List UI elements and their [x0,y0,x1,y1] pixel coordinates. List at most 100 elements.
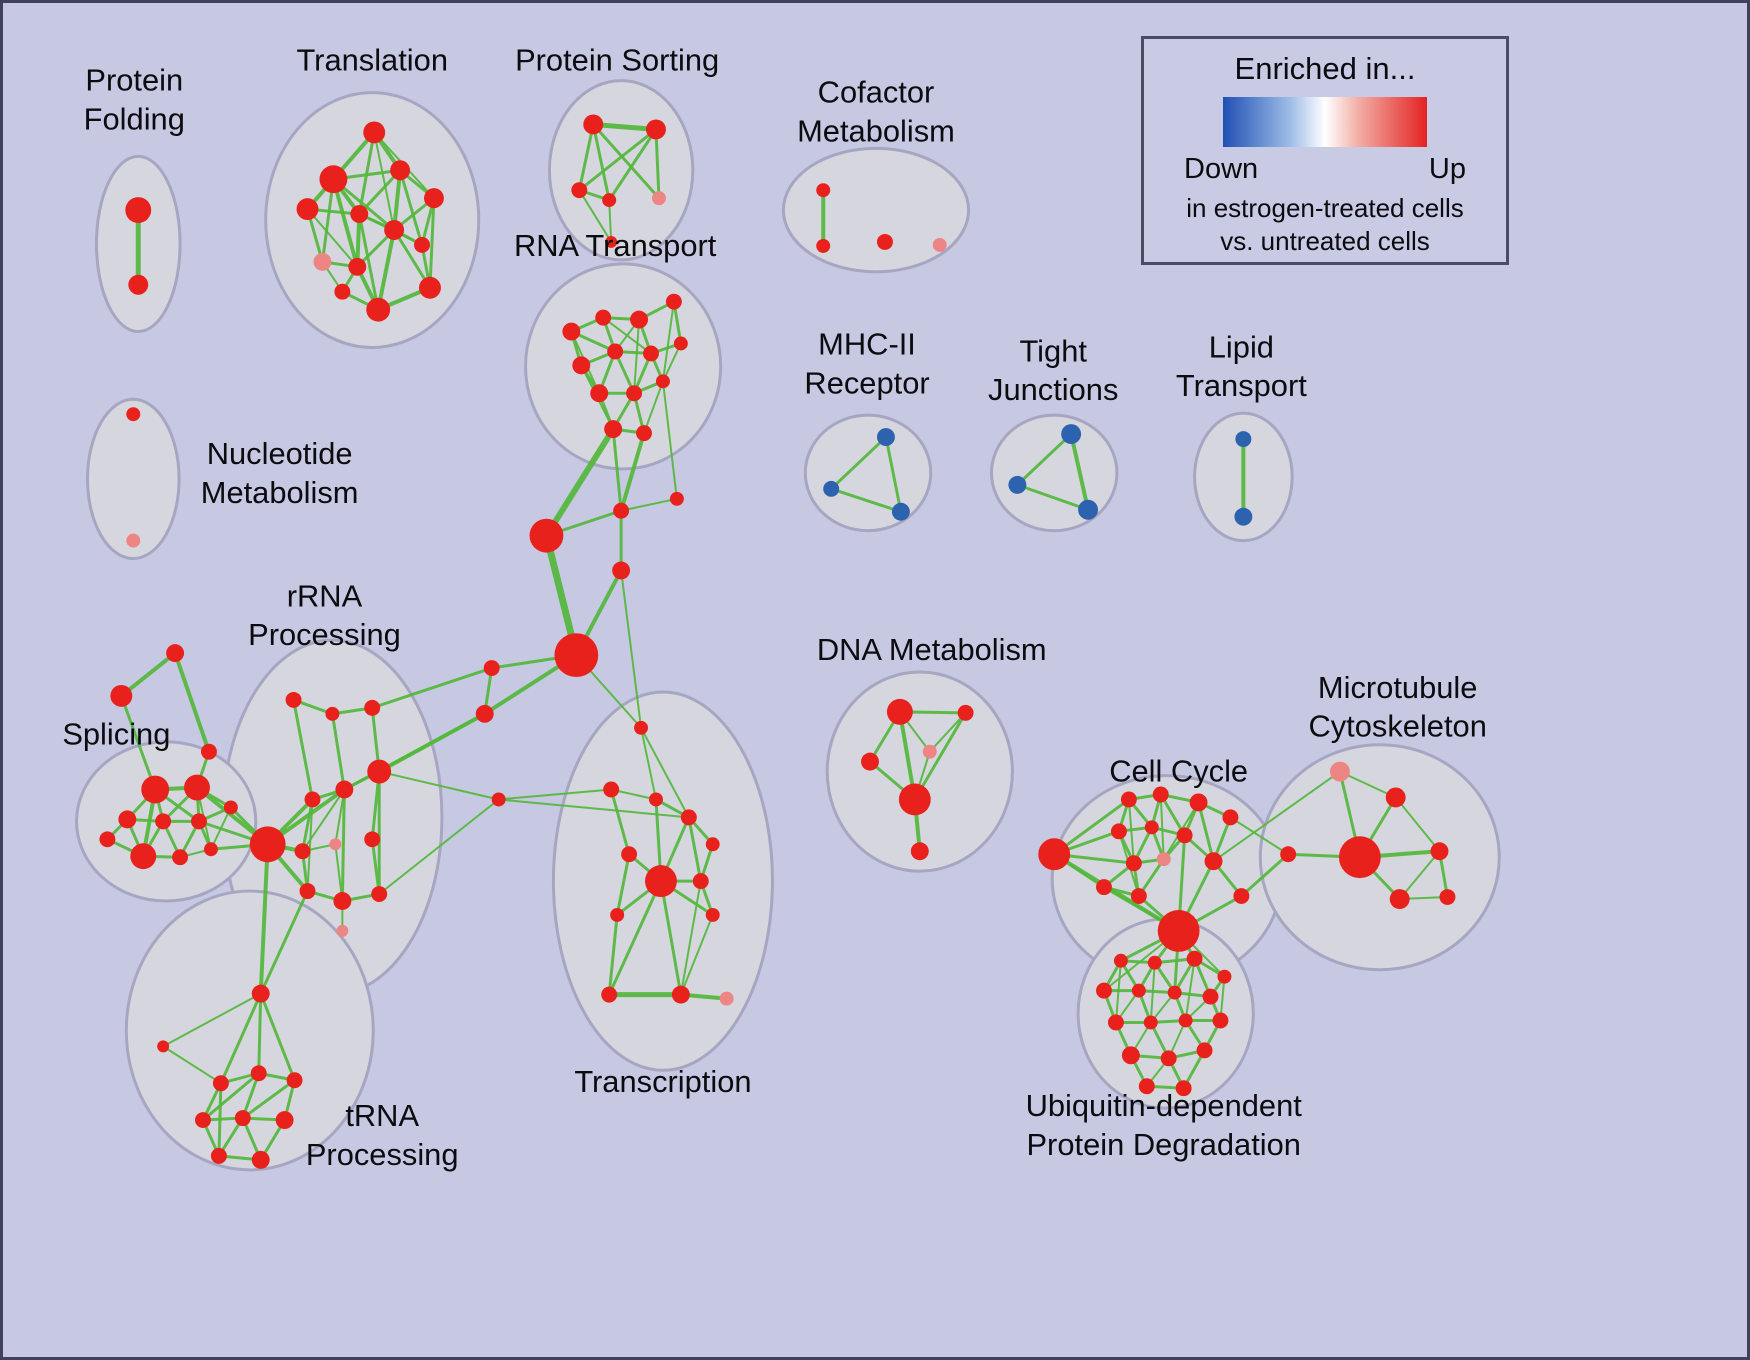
network-node [607,343,624,360]
network-node [1120,791,1137,808]
network-node [680,809,697,826]
network-edge [620,569,643,729]
network-edge [497,788,613,801]
network-edge [591,122,611,202]
network-node [612,561,631,580]
network-edge [640,726,690,819]
network-node [350,205,369,224]
network-edge [1015,483,1090,512]
network-node [1008,475,1027,494]
network-edge [301,797,314,853]
network-node [313,252,332,271]
cluster-label-dna-metabolism: DNA Metabolism [817,632,1047,667]
network-edge [306,208,359,268]
network-edge [392,168,403,232]
legend-down-label: Down [1184,153,1259,185]
network-edge [257,992,263,1075]
network-edge [173,651,211,754]
network-node [1202,988,1219,1005]
network-node [861,752,879,771]
network-node [1196,1042,1213,1059]
network-node [665,293,682,310]
network-node [1038,838,1071,871]
network-node [172,849,189,866]
network-node [646,119,666,140]
network-edge [913,711,968,801]
network-node [128,274,149,295]
network-edge [661,380,678,500]
network-edge [679,913,714,996]
network-node [419,276,441,299]
network-edge [357,212,380,312]
network-edge [398,168,424,247]
network-edge [306,798,314,893]
network-node [371,886,388,903]
network-node [595,309,612,326]
network-edge [162,1045,222,1085]
network-edge [376,228,397,312]
network-edge [340,788,346,903]
network-edge [119,694,157,792]
network-edge [578,189,613,243]
network-node [554,633,599,678]
network-node [601,986,618,1003]
network-node [816,183,831,198]
network-node [1186,950,1203,967]
network-node [621,846,638,863]
network-node [1121,1046,1140,1065]
network-node [1096,982,1112,999]
network-node [529,518,564,553]
network-edge [357,168,402,216]
network-node [1131,983,1146,998]
network-edge [654,127,661,200]
network-edge [1398,850,1441,901]
network-edge [884,435,903,514]
network-node [336,924,349,937]
network-edge [331,177,360,269]
network-node [692,873,709,890]
network-node [166,644,185,663]
network-node [816,238,831,253]
network-node [1143,1015,1158,1030]
network-node [922,744,937,759]
network-node [649,792,663,807]
network-node [1338,836,1381,879]
network-node [1152,786,1169,803]
network-node [898,783,931,816]
legend-caption-line2: vs. untreated cells [1220,226,1430,256]
network-edge [615,852,631,917]
network-node [299,883,316,900]
network-node [626,385,643,402]
network-node [275,1111,294,1130]
network-node [304,791,321,808]
network-node [285,691,302,708]
network-edge [607,913,619,997]
network-node [423,188,444,209]
network-edge [608,199,613,243]
network-node [583,114,604,135]
network-node [603,781,620,798]
network-edge [619,431,647,513]
network-node [363,121,386,144]
network-node [1107,1014,1124,1031]
network-node [1235,431,1252,448]
network-node [655,374,670,389]
cluster-label-transcription: Transcription [574,1064,751,1099]
network-node [110,684,133,707]
network-edge [1212,770,1341,863]
network-node [130,843,157,870]
network-edge [611,427,623,513]
network-node [590,384,609,403]
network-node [333,892,352,910]
network-node [634,720,649,735]
cluster-ellipse-tight-junctions [989,413,1119,533]
cluster-label-cell-cycle: Cell Cycle [1109,754,1248,789]
network-edge [1239,852,1290,898]
network-node [605,235,618,248]
network-node [876,233,893,250]
network-edge [373,131,396,231]
